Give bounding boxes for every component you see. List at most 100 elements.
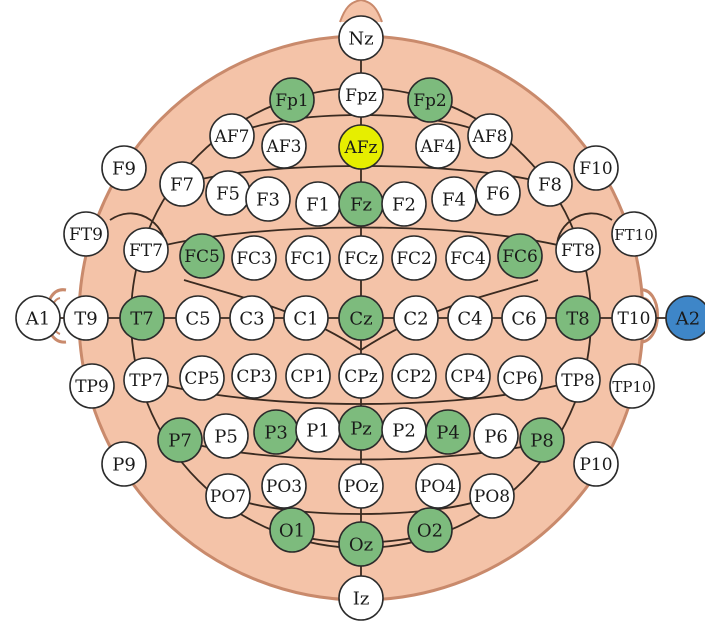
occipital-arc-po <box>227 495 493 515</box>
electrode-circle <box>393 295 439 341</box>
electrode-ft7: FT7 <box>123 227 169 273</box>
electrode-f10: F10 <box>573 145 619 191</box>
electrode-circle <box>63 295 109 341</box>
electrode-tp7: TP7 <box>123 357 169 403</box>
electrode-circle <box>527 161 573 207</box>
electrode-label: FT9 <box>69 225 103 245</box>
electrode-fc1: FC1 <box>285 235 331 281</box>
electrode-circle <box>473 413 519 459</box>
electrode-ft9: FT9 <box>63 211 109 257</box>
electrode-circle <box>469 473 515 519</box>
electrode-circle <box>391 353 437 399</box>
electrode-circle <box>101 145 147 191</box>
electrode-label: FC6 <box>502 247 538 267</box>
electrode-circle <box>157 417 203 463</box>
electrode-cp4: CP4 <box>445 353 491 399</box>
electrode-circle <box>338 521 384 567</box>
electrode-circle <box>159 161 205 207</box>
electrode-label: P1 <box>306 421 330 442</box>
electrode-label: FC1 <box>290 249 326 269</box>
electrode-c5: C5 <box>175 295 221 341</box>
electrode-circle <box>123 357 169 403</box>
electrode-circle <box>611 295 657 341</box>
electrode-f4: F4 <box>431 176 477 222</box>
electrode-fcz: FCz <box>338 235 384 281</box>
electrode-label: CP2 <box>396 367 431 387</box>
electrode-label: T7 <box>130 309 153 330</box>
electrode-circle <box>261 463 307 509</box>
electrode-f8: F8 <box>527 161 573 207</box>
electrode-f1: F1 <box>295 181 341 227</box>
electrode-o2: O2 <box>407 507 453 553</box>
electrode-circle <box>101 441 147 487</box>
electrode-label: PO4 <box>420 477 456 497</box>
electrode-label: P10 <box>579 455 612 475</box>
electrode-label: Iz <box>353 589 370 610</box>
electrode-cp1: CP1 <box>285 353 331 399</box>
electrode-a1: A1 <box>15 295 61 341</box>
electrode-af4: AF4 <box>415 123 461 169</box>
electrode-circle <box>381 181 427 227</box>
electrode-circle <box>179 233 225 279</box>
electrode-label: P7 <box>168 431 192 452</box>
electrode-label: Pz <box>350 419 372 440</box>
electrode-tp9: TP9 <box>69 363 115 409</box>
electrode-f3: F3 <box>245 176 291 222</box>
electrode-cp2: CP2 <box>391 353 437 399</box>
electrode-p4: P4 <box>425 409 471 455</box>
electrode-pz: Pz <box>338 405 384 451</box>
electrode-label: AFz <box>343 138 377 158</box>
electrode-t7: T7 <box>119 295 165 341</box>
electrode-fc2: FC2 <box>391 235 437 281</box>
electrode-po4: PO4 <box>415 463 461 509</box>
electrode-fc6: FC6 <box>497 233 543 279</box>
electrode-circle <box>285 353 331 399</box>
electrode-label: PO3 <box>266 477 302 497</box>
electrode-label: CPz <box>344 367 377 387</box>
electrode-c3: C3 <box>229 295 275 341</box>
electrode-oz: Oz <box>338 521 384 567</box>
electrode-cp5: CP5 <box>179 355 225 401</box>
electrode-fc5: FC5 <box>179 233 225 279</box>
electrode-ft8: FT8 <box>555 227 601 273</box>
central-arc-right <box>360 279 539 351</box>
electrode-circle <box>229 295 275 341</box>
electrode-cp3: CP3 <box>231 353 277 399</box>
electrode-label: CP1 <box>290 367 325 387</box>
electrode-circle <box>283 295 329 341</box>
electrode-label: Fpz <box>345 86 377 106</box>
electrode-label: P2 <box>392 421 416 442</box>
electrode-circle <box>338 295 384 341</box>
electrode-circle <box>338 463 384 509</box>
electrode-circle <box>475 170 521 216</box>
electrode-poz: POz <box>338 463 384 509</box>
electrode-circle <box>15 295 61 341</box>
electrode-label: Nz <box>348 29 373 50</box>
electrode-circle <box>63 211 109 257</box>
electrode-circle <box>285 235 331 281</box>
electrode-circle <box>119 295 165 341</box>
electrode-label: AF8 <box>472 127 508 147</box>
electrode-label: F10 <box>579 159 612 179</box>
electrode-label: F7 <box>170 175 194 196</box>
electrode-label: TP10 <box>612 378 651 396</box>
electrode-label: FC3 <box>236 249 272 269</box>
electrode-fc4: FC4 <box>445 235 491 281</box>
electrode-t9: T9 <box>63 295 109 341</box>
electrode-po8: PO8 <box>469 473 515 519</box>
electrode-label: PO8 <box>474 487 510 507</box>
electrode-label: AF4 <box>420 137 456 157</box>
electrode-f7: F7 <box>159 161 205 207</box>
electrode-circle <box>609 363 655 409</box>
electrode-circle <box>415 463 461 509</box>
electrode-c6: C6 <box>501 295 547 341</box>
electrode-circle <box>338 235 384 281</box>
electrode-label: FT7 <box>129 241 163 261</box>
electrode-label: FCz <box>344 249 378 269</box>
electrode-label: T10 <box>618 309 651 329</box>
electrode-t8: T8 <box>555 295 601 341</box>
central-arc-left <box>183 279 362 351</box>
electrode-label: TP9 <box>75 377 109 397</box>
electrode-label: F2 <box>392 195 416 216</box>
